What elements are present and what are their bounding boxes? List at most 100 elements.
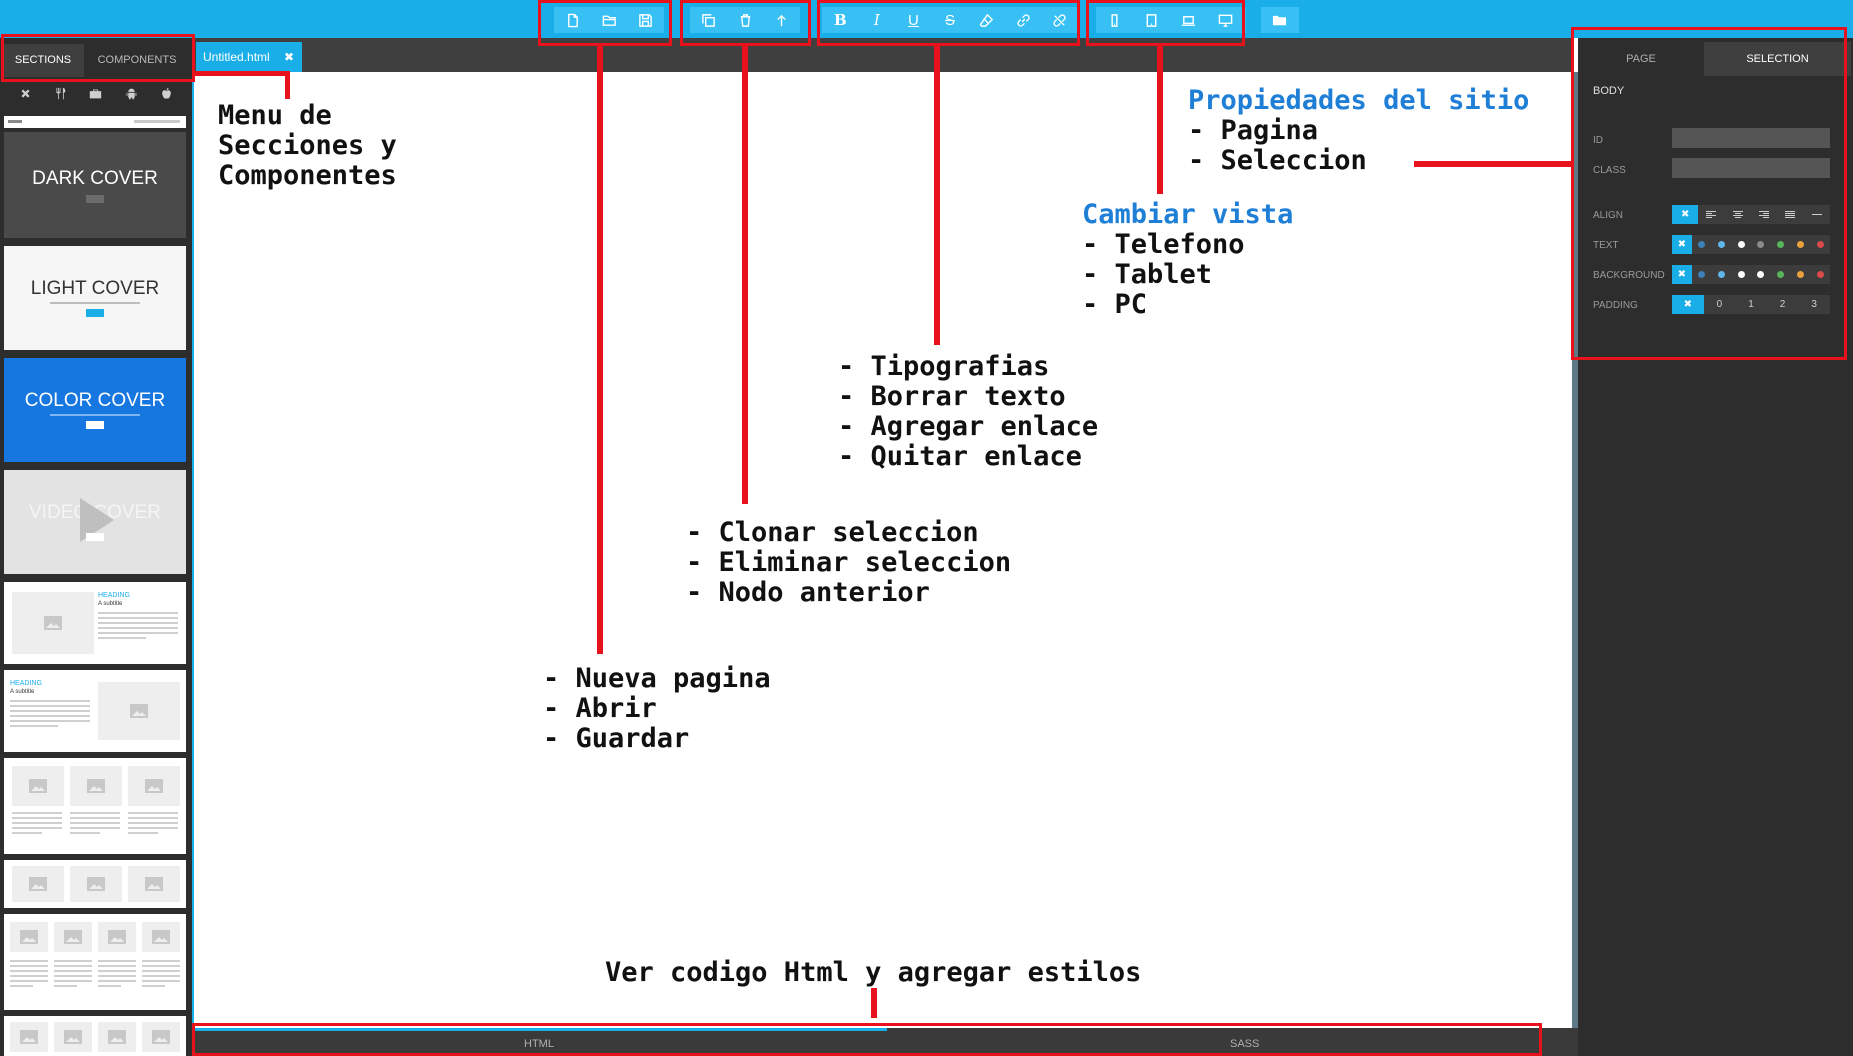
image-icon [64,1030,82,1044]
save-button[interactable] [627,7,664,33]
align-clear-option[interactable]: ✖ [1672,205,1699,224]
category-business-button[interactable] [85,84,107,102]
strikethrough-icon: S [945,11,956,29]
new-page-button[interactable] [554,7,591,33]
android-icon [126,88,137,99]
paragraph-placeholder [10,700,90,730]
section-thumb-four-columns[interactable] [4,914,186,1010]
background-color-option-2[interactable] [1712,265,1732,284]
paragraph-placeholder [98,612,178,642]
background-color-option-1[interactable] [1692,265,1712,284]
text-color-option-7[interactable] [1810,235,1830,254]
padding-option-2[interactable]: 2 [1779,299,1786,310]
class-label: CLASS [1593,165,1626,176]
section-thumb-light-cover[interactable]: LIGHT COVER [4,246,186,350]
tab-components[interactable]: COMPONENTS [97,54,177,66]
paragraph-placeholder [128,812,178,837]
tab-html[interactable]: HTML [524,1038,554,1050]
category-apple-button[interactable] [155,84,177,102]
image-icon [87,779,105,793]
laptop-view-button[interactable] [1170,7,1207,33]
image-placeholder [10,922,48,952]
text-color-option-3[interactable] [1731,235,1751,254]
color-swatch [1796,241,1804,248]
section-thumb-three-images[interactable] [4,860,186,908]
dark-cover-button-placeholder [86,195,104,203]
dark-cover-title: DARK COVER [32,168,158,189]
image-icon [108,930,126,944]
section-heading: HEADING [98,592,130,599]
paragraph-placeholder [98,960,136,990]
class-field[interactable] [1672,158,1830,178]
padding-option-3[interactable]: 3 [1811,299,1817,310]
category-restaurant-button[interactable] [50,84,72,102]
close-icon[interactable]: ✖ [283,50,294,64]
background-color-option-6[interactable] [1791,265,1811,284]
remove-link-button[interactable] [1041,7,1078,33]
text-color-option-4[interactable] [1751,235,1771,254]
section-thumb-three-columns[interactable] [4,758,186,854]
text-color-option-1[interactable] [1692,235,1712,254]
text-color-label: TEXT [1593,240,1619,251]
text-color-option-2[interactable] [1712,235,1732,254]
background-color-option-7[interactable] [1810,265,1830,284]
background-color-option-5[interactable] [1771,265,1791,284]
background-color-option-3[interactable] [1731,265,1751,284]
background-color-clear-option[interactable]: ✖ [1672,265,1692,284]
section-thumb-video-cover[interactable]: VIDEO COVER [4,470,186,574]
tab-sass[interactable]: SASS [1230,1038,1260,1050]
id-field[interactable] [1672,128,1830,148]
padding-option-0[interactable]: 0 [1716,299,1723,310]
clone-selection-button[interactable] [690,7,727,33]
image-placeholder [98,1022,136,1052]
background-color-option-4[interactable] [1751,265,1771,284]
color-cover-text-placeholder [50,414,140,416]
padding-clear-option[interactable]: ✖ [1672,295,1704,314]
section-thumb-color-cover[interactable]: COLOR COVER [4,358,186,462]
image-icon [87,877,105,891]
open-button[interactable] [591,7,628,33]
text-color-clear-option[interactable]: ✖ [1672,235,1692,254]
editor-canvas[interactable] [192,72,1578,1028]
tab-untitled-html[interactable]: Untitled.html ✖ [196,42,302,72]
save-icon [639,13,652,27]
align-stretch-option[interactable] [1804,205,1830,224]
bold-button[interactable]: B [822,7,859,33]
align-justify-option[interactable] [1777,205,1803,224]
category-android-button[interactable] [120,84,142,102]
padding-options: ✖ 0 1 2 3 [1672,295,1830,314]
add-link-button[interactable] [1005,7,1042,33]
color-cover-title: COLOR COVER [24,390,166,411]
padding-option-1[interactable]: 1 [1748,299,1754,310]
delete-selection-button[interactable] [727,7,764,33]
tablet-view-button[interactable] [1133,7,1170,33]
category-all-button[interactable] [15,84,37,102]
section-thumb-text-image[interactable]: HEADING A subtitle [4,670,186,752]
parent-node-button[interactable] [763,7,800,33]
phone-view-button[interactable] [1096,7,1133,33]
tab-selection[interactable]: SELECTION [1704,42,1851,76]
section-thumb-navbar[interactable] [4,116,186,128]
section-thumb-dark-cover[interactable]: DARK COVER [4,132,186,238]
image-icon [130,704,148,718]
text-color-option-6[interactable] [1791,235,1811,254]
top-toolbar: B I U S [0,0,1853,38]
image-placeholder [12,592,94,654]
text-color-option-5[interactable] [1771,235,1791,254]
align-left-option[interactable] [1698,205,1724,224]
section-thumb-four-images[interactable] [4,1016,186,1056]
tab-sections[interactable]: SECTIONS [2,44,84,77]
italic-button[interactable]: I [859,7,896,33]
section-thumb-image-text[interactable]: HEADING A subtitle [4,582,186,664]
clear-format-button[interactable] [968,7,1005,33]
tab-page[interactable]: PAGE [1626,53,1656,65]
color-swatch [1737,271,1745,278]
desktop-view-button[interactable] [1207,7,1244,33]
align-center-option[interactable] [1725,205,1751,224]
folder-button[interactable] [1261,7,1298,33]
underline-button[interactable]: U [895,7,932,33]
selected-element-name: BODY [1593,85,1625,97]
align-right-option[interactable] [1751,205,1777,224]
strikethrough-button[interactable]: S [932,7,969,33]
color-swatch [1757,241,1765,248]
